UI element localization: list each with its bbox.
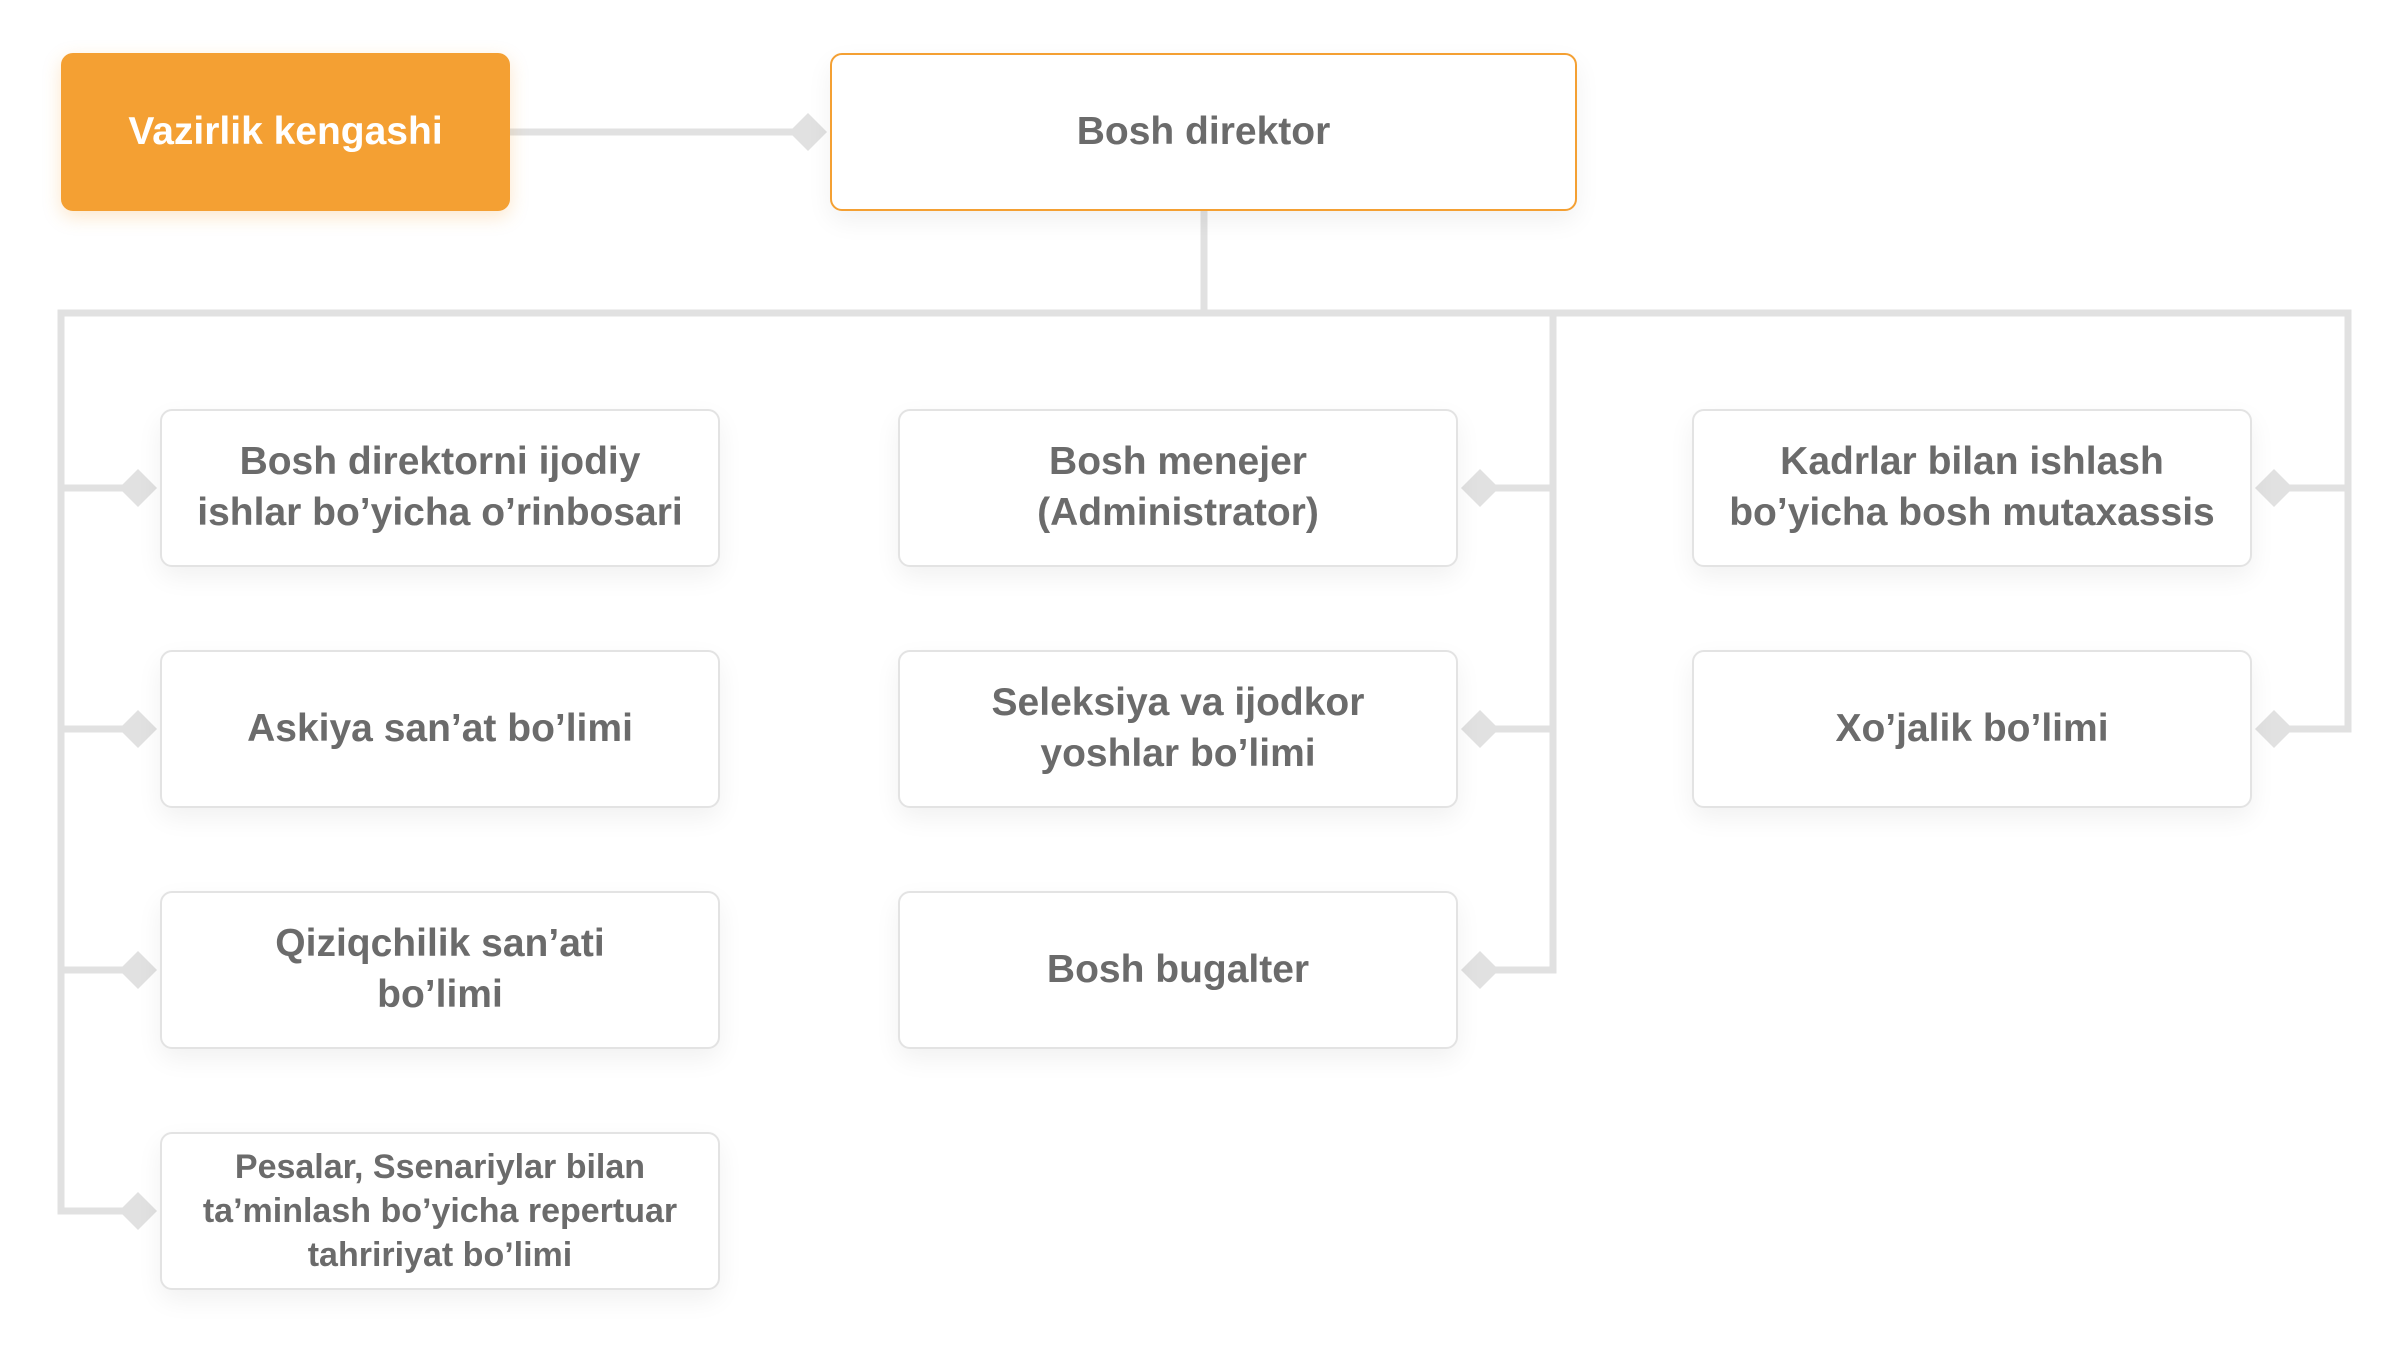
- connector-diamond: [119, 469, 157, 507]
- node-label-line: Kadrlar bilan ishlash: [1780, 440, 2164, 484]
- node-label-line: ta’minlash bo’yicha repertuar: [202, 1191, 678, 1230]
- connector-diamond: [119, 710, 157, 748]
- node-kadrlar-mutaxassis: Kadrlar bilan ishlash bo’yicha bosh muta…: [1692, 409, 2252, 567]
- connector-diamond: [1461, 710, 1499, 748]
- node-label-line: ishlar bo’yicha o’rinbosari: [197, 491, 683, 534]
- node-label-line: Qiziqchilik san’ati: [275, 922, 605, 966]
- node-label-line: yoshlar bo’limi: [1040, 732, 1316, 775]
- node-label-line: Seleksiya va ijodkor: [991, 681, 1365, 725]
- connector-diamond: [1461, 951, 1499, 989]
- node-seleksiya-bolimi: Seleksiya va ijodkor yoshlar bo’limi: [898, 650, 1458, 808]
- node-bosh-direktor: Bosh direktor: [830, 53, 1577, 211]
- node-direktor-orinbosari: Bosh direktorni ijodiy ishlar bo’yicha o…: [160, 409, 720, 567]
- node-label-line: Bosh direktorni ijodiy: [239, 440, 641, 484]
- connector-diamond: [119, 951, 157, 989]
- connector-diamond: [2255, 469, 2293, 507]
- node-label-line: Bosh bugalter: [1046, 947, 1310, 991]
- node-label-line: Bosh menejer: [1049, 440, 1307, 484]
- node-repertuar-tahririyat-bolimi: Pesalar, Ssenariylar bilan ta’minlash bo…: [160, 1132, 720, 1290]
- node-bosh-menejer: Bosh menejer (Administrator): [898, 409, 1458, 567]
- node-label-line: bo’yicha bosh mutaxassis: [1729, 491, 2215, 534]
- connector-diamond: [789, 113, 827, 151]
- node-vazirlik-kengashi: Vazirlik kengashi: [61, 53, 510, 211]
- node-label-line: Xo’jalik bo’limi: [1835, 706, 2109, 750]
- node-label-line: (Administrator): [1037, 491, 1319, 534]
- node-bosh-bugalter: Bosh bugalter: [898, 891, 1458, 1049]
- node-label: Vazirlik kengashi: [128, 109, 443, 153]
- node-xojalik-bolimi: Xo’jalik bo’limi: [1692, 650, 2252, 808]
- node-label-line: Askiya san’at bo’limi: [247, 706, 633, 750]
- node-label: Bosh direktor: [1076, 109, 1331, 153]
- node-label-line: tahririyat bo’limi: [307, 1236, 573, 1275]
- node-label-line: Pesalar, Ssenariylar bilan: [234, 1147, 646, 1186]
- connector-diamond: [2255, 710, 2293, 748]
- node-label-line: bo’limi: [377, 973, 503, 1016]
- connector-diamond: [119, 1192, 157, 1230]
- connector-diamond: [1461, 469, 1499, 507]
- node-askiya-bolimi: Askiya san’at bo’limi: [160, 650, 720, 808]
- node-qiziqchilik-bolimi: Qiziqchilik san’ati bo’limi: [160, 891, 720, 1049]
